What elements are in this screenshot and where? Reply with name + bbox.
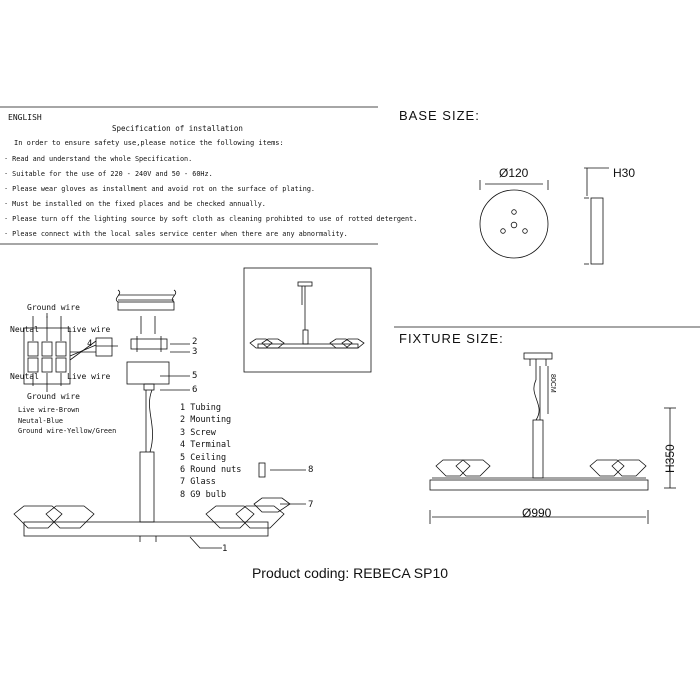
wiring-live-label-bottom: Live wire [67,372,111,381]
parts-item: 2 Mounting [180,415,232,426]
legend-line: Neutal-Blue [18,416,64,425]
fixture-width-label: Ø990 [522,506,552,520]
wire-color-legend: Live wire-Brown Neutal-Blue Ground wire-… [18,405,116,437]
wiring-ground-label-bottom: Ground wire [27,392,80,401]
wiring-block [23,313,113,392]
spec-item: · Read and understand the whole Specific… [4,155,193,163]
parts-item: 1 Tubing [180,403,221,413]
spec-list: · Read and understand the whole Specific… [4,152,417,242]
base-diameter-label: Ø120 [499,166,529,180]
base-height-label: H30 [613,166,636,180]
spec-item: · Must be installed on the fixed places … [4,200,266,208]
overview-fixture [249,281,365,349]
spec-intro: In order to ensure safety use,please not… [14,139,284,147]
parts-item: 5 Ceiling [180,452,227,463]
cable-length-label: 80CM [549,374,556,393]
main-fixture-drawing [13,289,306,549]
callout-2: 2 [192,337,198,347]
callout-1: 1 [222,544,228,554]
spec-item: · Please turn off the lighting source by… [4,215,418,223]
spec-item: · Suitable for the use of 220 - 240V and… [4,170,213,178]
callout-8: 8 [308,465,314,475]
parts-item: 4 Terminal [180,440,232,451]
parts-item: 6 Round nuts [180,465,242,476]
base-size-title: BASE SIZE: [399,108,480,123]
callout-6: 6 [192,385,198,395]
wiring-live-label-top: Live wire [67,325,111,334]
parts-list: 1 Tubing 2 Mounting 3 Screw 4 Terminal 5… [180,402,241,501]
legend-line: Live wire-Brown [18,406,80,414]
wiring-neutal-label-top: Neutal [10,325,39,334]
parts-item: 8 G9 bulb [180,489,227,500]
spec-item: · Please connect with the local sales se… [4,230,348,238]
spec-language: ENGLISH [8,113,42,122]
callout-5: 5 [192,371,198,381]
overview-frame [243,267,372,373]
callout-3: 3 [192,347,198,357]
fixture-height-label: H350 [663,444,677,473]
wiring-ground-label-top: Ground wire [27,303,80,312]
fixture-size-title: FIXTURE SIZE: [399,331,504,346]
legend-line: Ground wire-Yellow/Green [18,427,117,435]
wiring-neutal-label-bottom: Neutal [10,372,39,381]
base-side-view [584,167,609,265]
parts-item: 3 Screw [180,427,216,438]
callout-7: 7 [308,500,314,510]
fixture-drawing [429,352,676,524]
callout-4: 4 [87,339,93,349]
spec-item: · Please wear gloves as installment and … [4,185,315,193]
product-coding: Product coding: REBECA SP10 [251,565,449,581]
spec-title: Specification of installation [112,124,243,133]
parts-item: 7 Glass [180,477,216,488]
base-top-view [479,180,549,259]
